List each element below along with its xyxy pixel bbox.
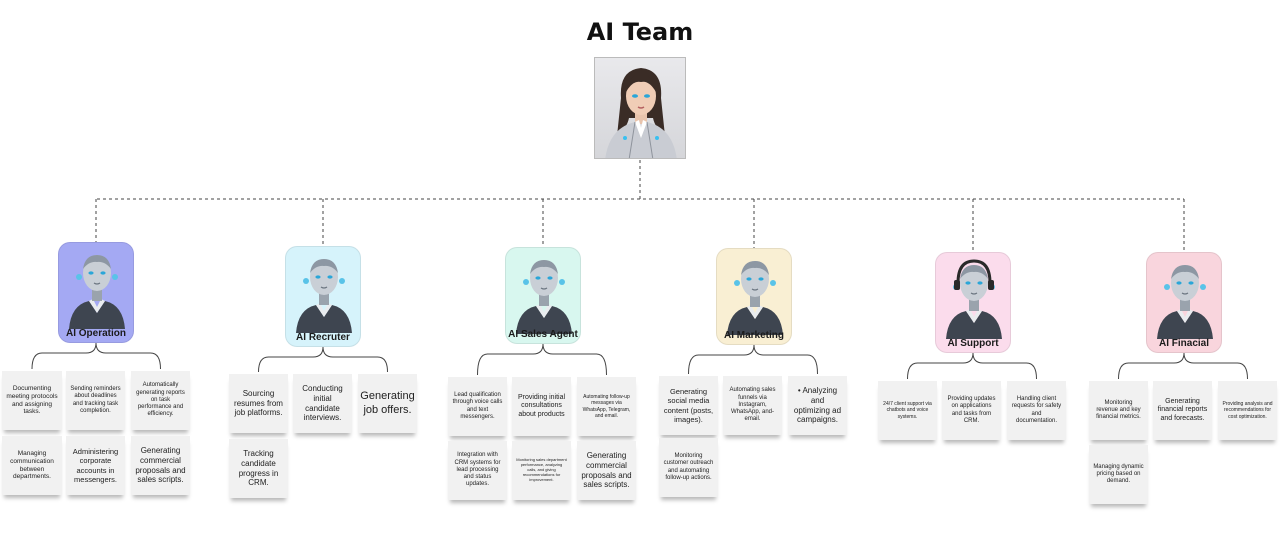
brace-connector <box>31 342 161 370</box>
brace-connector <box>907 352 1037 380</box>
task-text: Automatically generating reports on task… <box>136 382 185 418</box>
task-text: Documenting meeting protocols and assign… <box>6 384 58 416</box>
team-name: AI Support <box>947 338 999 349</box>
task-note: Automating follow-up messages via WhatsA… <box>577 377 636 436</box>
robot-avatar-icon <box>506 248 580 339</box>
team-name: AI Operation <box>65 328 126 339</box>
task-text: Sourcing resumes from job platforms. <box>234 388 283 418</box>
task-text: Administering corporate accounts in mess… <box>72 447 119 484</box>
task-text: Generating job offers. <box>360 390 415 416</box>
task-text: Monitoring revenue and key financial met… <box>1096 399 1141 421</box>
task-note: Monitoring customer outreach and automat… <box>659 438 718 497</box>
task-text: Managing communication between departmen… <box>10 449 54 481</box>
task-note: 24/7 client support via chatbots and voi… <box>878 381 937 440</box>
chart-title: AI Team <box>586 18 694 46</box>
task-note: Generating job offers. <box>358 374 417 433</box>
task-note: Generating commercial proposals and sale… <box>577 441 636 500</box>
robot-avatar-icon <box>59 243 133 334</box>
task-text: 24/7 client support via chatbots and voi… <box>883 401 932 420</box>
task-text: Generating financial reports and forecas… <box>1157 397 1208 422</box>
task-note: Managing dynamic pricing based on demand… <box>1089 445 1148 504</box>
task-text: Generating social media content (posts, … <box>663 387 714 424</box>
task-note: Conducting initial candidate interviews. <box>293 374 352 433</box>
task-text: Generating commercial proposals and sale… <box>135 446 186 485</box>
task-note: Generating social media content (posts, … <box>659 376 718 435</box>
brace-connector <box>477 343 607 376</box>
task-note: Providing analysis and recommendations f… <box>1218 381 1277 440</box>
task-note: Administering corporate accounts in mess… <box>66 436 125 495</box>
team-card-finance: AI Finacial <box>1146 252 1222 353</box>
task-text: Managing dynamic pricing based on demand… <box>1093 463 1144 485</box>
task-note: Automating sales funnels via Instagram, … <box>723 376 782 435</box>
task-text: Monitoring sales department performance,… <box>516 457 567 482</box>
task-note: Generating financial reports and forecas… <box>1153 381 1212 440</box>
robot-avatar-icon <box>1147 253 1221 344</box>
task-note: Lead qualification through voice calls a… <box>448 377 507 436</box>
task-text: Tracking candidate progress in CRM. <box>238 449 279 488</box>
team-card-sales: AI Sales Agent <box>505 247 581 344</box>
task-note: Sending reminders about deadlines and tr… <box>66 371 125 430</box>
task-text: Lead qualification through voice calls a… <box>452 391 503 420</box>
task-note: Generating commercial proposals and sale… <box>131 436 190 495</box>
leader-portrait <box>594 57 686 159</box>
team-name: AI Finacial <box>1158 338 1209 349</box>
task-note: Managing communication between departmen… <box>2 436 62 495</box>
task-note: Handling client requests for safety and … <box>1007 381 1066 440</box>
task-note: Tracking candidate progress in CRM. <box>229 439 288 498</box>
team-card-marketing: AI Marketing <box>716 248 792 345</box>
robot-avatar-icon <box>717 249 791 340</box>
task-note: Monitoring sales department performance,… <box>512 441 571 500</box>
brace-connector <box>258 346 388 373</box>
task-note: Integration with CRM systems for lead pr… <box>448 441 507 500</box>
task-text: Automating sales funnels via Instagram, … <box>729 387 776 423</box>
task-text: Generating commercial proposals and sale… <box>581 451 632 490</box>
team-name: AI Sales Agent <box>508 329 578 340</box>
task-note: • Analyzing and optimizing ad campaigns. <box>788 376 847 435</box>
task-note: Automatically generating reports on task… <box>131 371 190 430</box>
team-card-recruiter: AI Recruter <box>285 246 361 347</box>
team-name: AI Recruter <box>296 332 350 343</box>
task-note: Providing updates on applications and ta… <box>942 381 1001 440</box>
robot-avatar-icon <box>286 247 360 338</box>
task-note: Documenting meeting protocols and assign… <box>2 371 62 430</box>
brace-connector <box>688 344 818 375</box>
task-text: Monitoring customer outreach and automat… <box>663 452 714 481</box>
task-text: Providing analysis and recommendations f… <box>1222 401 1273 420</box>
task-text: Integration with CRM systems for lead pr… <box>454 452 501 488</box>
robot-headset-avatar-icon <box>936 253 1010 344</box>
task-text: • Analyzing and optimizing ad campaigns. <box>793 386 842 425</box>
team-name: AI Marketing <box>723 330 784 341</box>
task-text: Conducting initial candidate interviews. <box>302 384 343 423</box>
task-text: Providing updates on applications and ta… <box>947 395 996 424</box>
task-note: Providing initial consultations about pr… <box>512 377 571 436</box>
team-card-operation: AI Operation <box>58 242 134 343</box>
task-note: Sourcing resumes from job platforms. <box>229 374 288 433</box>
brace-connector <box>1118 352 1248 380</box>
task-text: Automating follow-up messages via WhatsA… <box>582 394 631 419</box>
task-text: Handling client requests for safety and … <box>1011 395 1062 424</box>
task-text: Sending reminders about deadlines and tr… <box>70 385 121 414</box>
task-note: Monitoring revenue and key financial met… <box>1089 381 1148 440</box>
team-card-support: AI Support <box>935 252 1011 353</box>
task-text: Providing initial consultations about pr… <box>517 393 566 418</box>
